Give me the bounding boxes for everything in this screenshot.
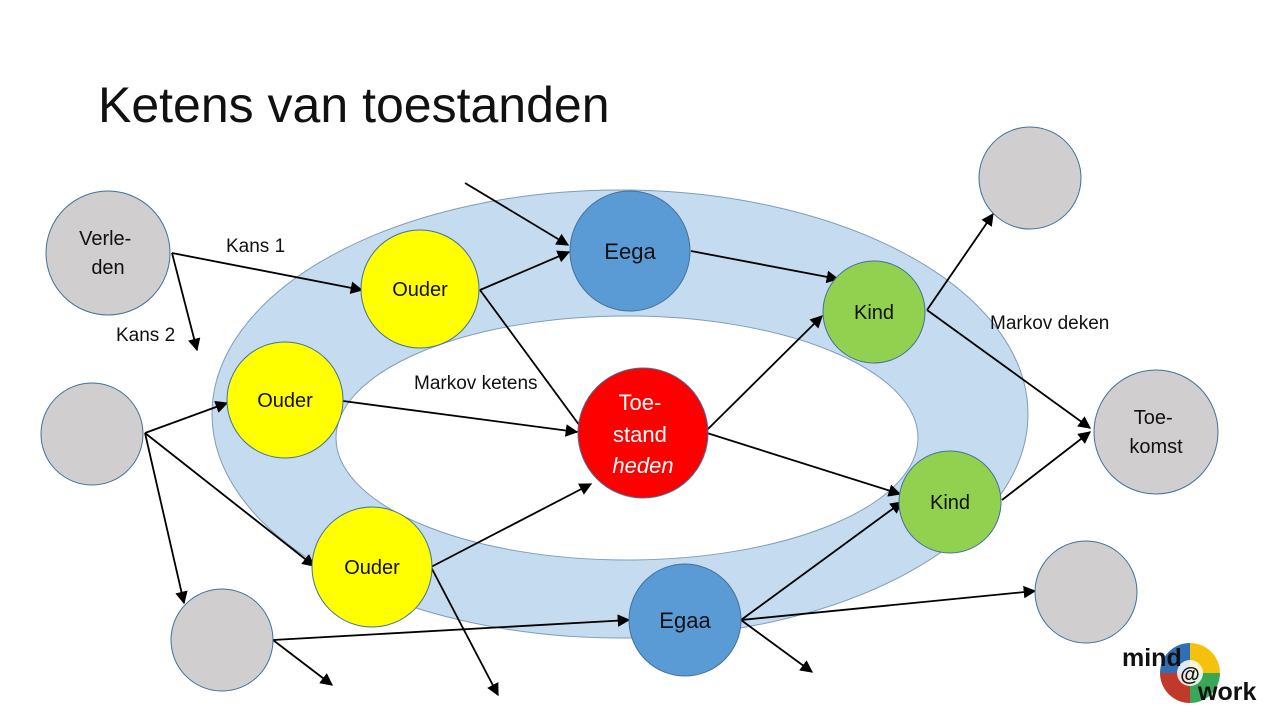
toestand-line-3: heden <box>612 453 673 478</box>
arrow-egaa-down <box>740 619 814 673</box>
arrow-verleden-down <box>171 252 201 352</box>
node-kind-bottom <box>898 450 1002 554</box>
kind-top-label: Kind <box>854 302 894 324</box>
arrow-kind-top-grey <box>926 212 994 311</box>
logo-word-work: work <box>1197 678 1256 706</box>
node-egaa <box>628 563 742 677</box>
arrow-ouder-bottom-toestand <box>430 483 593 568</box>
svg-text:Verle- den: Verle- den <box>79 228 137 279</box>
logo-word-mind: mind <box>1122 644 1182 672</box>
node-verleden <box>45 190 171 316</box>
arrow-egaa-kind-bottom <box>740 501 904 621</box>
node-grey-bottom-left <box>170 588 274 692</box>
node-eega <box>569 190 691 312</box>
arrow-toestand-kind-bottom <box>706 432 902 497</box>
node-grey-bottom-right <box>1034 540 1138 644</box>
ouder-mid-label: Ouder <box>257 390 313 412</box>
ouder-top-label: Ouder <box>392 279 448 301</box>
svg-text:Toe- stand heden: Toe- stand heden <box>612 390 673 478</box>
arrow-ouder-eega <box>479 250 571 291</box>
node-ouder-mid <box>226 341 344 459</box>
node-toestand-heden <box>577 367 709 499</box>
label-kans-1: Kans 1 <box>226 236 285 257</box>
arrow-egaa-grey <box>740 585 1037 621</box>
arrow-toestand-kind-top <box>706 315 823 431</box>
toestand-line-2: stand <box>613 422 667 447</box>
arrow-grey-ouder-mid <box>144 400 229 434</box>
logo-center <box>1177 660 1203 686</box>
node-ouder-bottom <box>311 506 433 628</box>
verleden-line-1: Verle- <box>79 228 131 250</box>
label-markov-deken: Markov deken <box>990 313 1109 334</box>
egaa-label: Egaa <box>659 608 711 633</box>
verleden-line-2: den <box>91 257 124 279</box>
ouder-bottom-label: Ouder <box>344 557 400 579</box>
toekomst-line-1: Toe- <box>1134 407 1173 429</box>
mind-at-work-logo: mind @ work <box>1122 643 1256 706</box>
arrow-eega-kind <box>690 250 840 284</box>
slide-title: Ketens van toestanden <box>98 77 610 133</box>
node-grey-left <box>40 382 144 486</box>
toekomst-line-2: komst <box>1129 436 1183 458</box>
node-toekomst <box>1093 369 1219 495</box>
arrow-grey-egaa <box>272 614 631 641</box>
toestand-line-1: Toe- <box>619 390 662 415</box>
svg-text:Toe- komst: Toe- komst <box>1129 407 1183 458</box>
label-kans-2: Kans 2 <box>116 325 175 346</box>
arrow-ouder-toestand <box>479 289 589 439</box>
arrow-ouder-mid-toestand <box>342 400 579 437</box>
kind-bottom-label: Kind <box>930 492 970 514</box>
arrow-incoming-eega <box>464 182 570 246</box>
node-ouder-top <box>360 229 480 349</box>
eega-label: Eega <box>604 239 656 264</box>
arrow-grey-down <box>272 639 334 686</box>
arrow-grey-grey <box>144 432 188 605</box>
arrows <box>144 182 1092 697</box>
arrow-verleden-ouder <box>171 252 364 295</box>
logo-at-sign: @ <box>1180 664 1200 686</box>
node-grey-top-right <box>978 126 1082 230</box>
label-markov-ketens: Markov ketens <box>414 373 538 394</box>
arrow-grey-ouder-bottom <box>144 432 315 567</box>
arrow-ouder-bottom-down <box>430 566 499 697</box>
arrow-kind-bottom-toekomst <box>1001 431 1091 501</box>
node-kind-top <box>822 260 926 364</box>
arrow-kind-top-toekomst <box>926 309 1092 429</box>
